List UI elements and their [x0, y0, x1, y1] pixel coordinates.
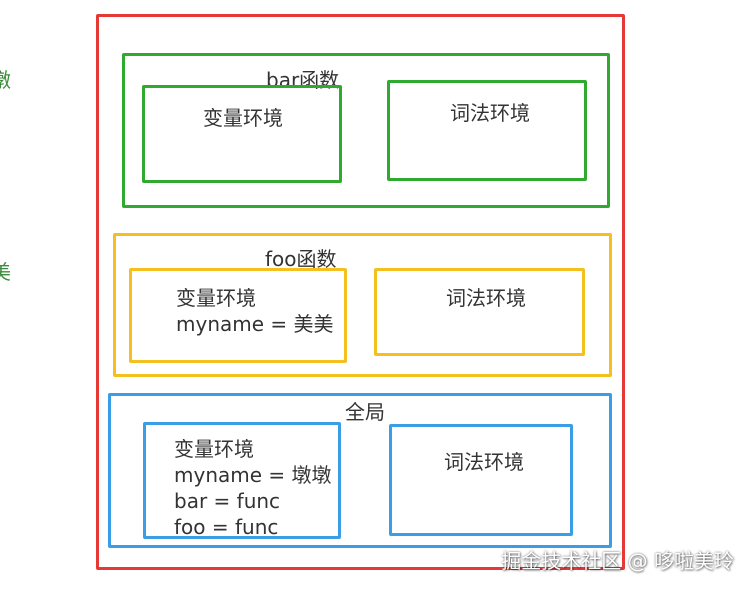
foo-variable-env-content: 变量环境 myname = 美美	[176, 285, 334, 337]
foo-variable-env-box	[129, 268, 347, 363]
foo-lexical-env-title: 词法环境	[446, 286, 526, 310]
foo-context-box	[113, 233, 612, 377]
global-context-title: 全局	[345, 400, 385, 424]
margin-fragment-top: 墩	[0, 68, 11, 92]
global-variable-foo: foo = func	[174, 515, 279, 539]
global-variable-myname: myname = 墩墩	[174, 463, 332, 487]
foo-lexical-env-box	[374, 268, 585, 356]
global-lexical-env-box	[389, 424, 573, 536]
bar-lexical-env-box	[387, 80, 587, 181]
call-stack-frame	[96, 14, 625, 570]
global-variable-env-title: 变量环境	[174, 437, 254, 461]
foo-variable-myname: myname = 美美	[176, 312, 334, 336]
bar-context-box	[122, 53, 610, 208]
global-variable-env-box	[143, 422, 341, 539]
foo-variable-env-title: 变量环境	[176, 286, 256, 310]
watermark: 掘金技术社区 @ 哆啦美玲	[501, 549, 734, 573]
bar-variable-env-box	[142, 85, 342, 183]
bar-lexical-env-title: 词法环境	[450, 101, 530, 125]
global-variable-bar: bar = func	[174, 489, 281, 513]
bar-variable-env-title: 变量环境	[203, 106, 283, 130]
global-variable-env-content: 变量环境 myname = 墩墩 bar = func foo = func	[174, 436, 332, 540]
global-context-box	[108, 393, 612, 548]
margin-fragment-bottom: 美	[0, 260, 11, 284]
bar-context-title: bar函数	[266, 68, 340, 92]
global-lexical-env-title: 词法环境	[444, 450, 524, 474]
foo-context-title: foo函数	[265, 247, 337, 271]
